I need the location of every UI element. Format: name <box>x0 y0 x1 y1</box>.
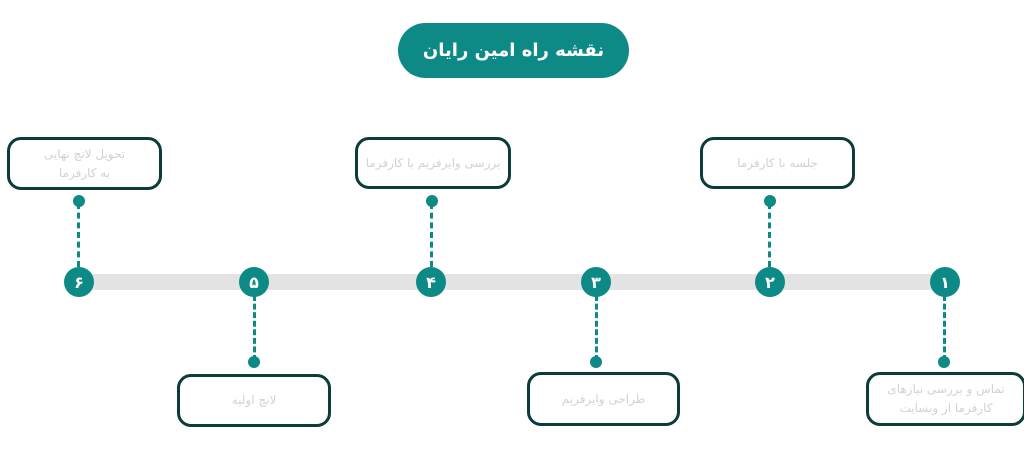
step-5-label: لانچ اولیه <box>231 393 277 407</box>
step-1-dot <box>938 356 950 368</box>
roadmap-title: نقشه راه امین رایان <box>398 23 629 78</box>
step-6-box: تحویل لانچ نهایی به کارفرما <box>7 137 162 190</box>
step-4-box: بررسی وایرفریم با کارفرما <box>355 137 511 189</box>
step-6-label-line2: به کارفرما <box>58 165 111 180</box>
step-2-box: جلسه با کارفرما <box>700 137 855 189</box>
step-3-connector <box>595 295 598 361</box>
step-3-dot <box>590 356 602 368</box>
step-1-marker: ۱ <box>930 267 960 297</box>
step-6-connector <box>77 203 80 267</box>
step-3-box: طراحی وایرفریم <box>527 372 680 426</box>
step-5-marker: ۵ <box>239 267 269 297</box>
step-6-dot <box>73 195 85 207</box>
step-2-marker: ۲ <box>755 267 785 297</box>
step-4-connector <box>430 203 433 267</box>
step-4-dot <box>426 195 438 207</box>
step-6-marker: ۶ <box>64 267 94 297</box>
timeline-track <box>78 274 944 290</box>
step-3-marker: ۳ <box>581 267 611 297</box>
step-5-dot <box>248 356 260 368</box>
step-6-label-line1: تحویل لانچ نهایی <box>43 146 126 161</box>
step-2-dot <box>764 195 776 207</box>
step-1-connector <box>943 295 946 361</box>
step-5-connector <box>253 295 256 361</box>
step-1-label-line1: تماس و بررسی نیازهای <box>887 382 1005 396</box>
step-5-box: لانچ اولیه <box>177 374 331 427</box>
step-3-label: طراحی وایرفریم <box>561 391 646 406</box>
step-2-connector <box>768 203 771 267</box>
step-2-label: جلسه با کارفرما <box>737 155 818 170</box>
step-4-marker: ۴ <box>416 267 446 297</box>
step-4-label: بررسی وایرفریم با کارفرما <box>365 155 501 170</box>
step-1-box: تماس و بررسی نیازهای کارفرما از وبسایت <box>866 372 1024 426</box>
step-1-label-line2: کارفرما از وبسایت <box>899 401 993 415</box>
